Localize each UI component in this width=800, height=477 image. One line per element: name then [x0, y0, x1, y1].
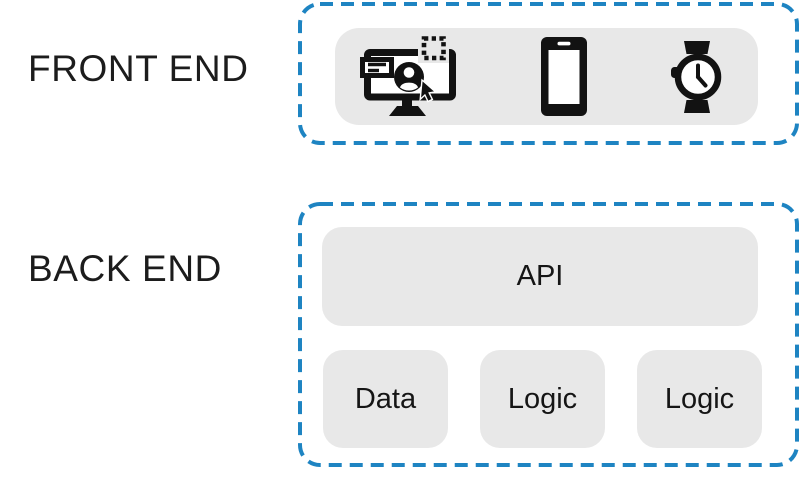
front-end-dashed-border: [298, 2, 799, 145]
back-end-group: API Data Logic Logic: [298, 202, 799, 467]
back-end-dashed-border: [298, 202, 799, 467]
front-end-label: FRONT END: [28, 48, 249, 89]
back-end-label: BACK END: [28, 248, 222, 289]
api-box: API: [322, 227, 758, 326]
front-end-devices-bar: [335, 28, 758, 125]
logic-box-2-label: Logic: [664, 382, 735, 415]
smartphone-icon: [541, 37, 587, 116]
logic-box-1: Logic: [480, 350, 605, 448]
data-box-label: Data: [354, 382, 417, 415]
logic-box-1-label: Logic: [507, 382, 578, 415]
web-design-icon: [360, 35, 456, 116]
logic-box-2: Logic: [637, 350, 762, 448]
smartwatch-icon: [671, 40, 722, 113]
service-row: Data Logic Logic: [323, 350, 762, 448]
data-box: Data: [323, 350, 448, 448]
api-box-label: API: [516, 260, 564, 292]
front-end-group: [298, 2, 799, 145]
